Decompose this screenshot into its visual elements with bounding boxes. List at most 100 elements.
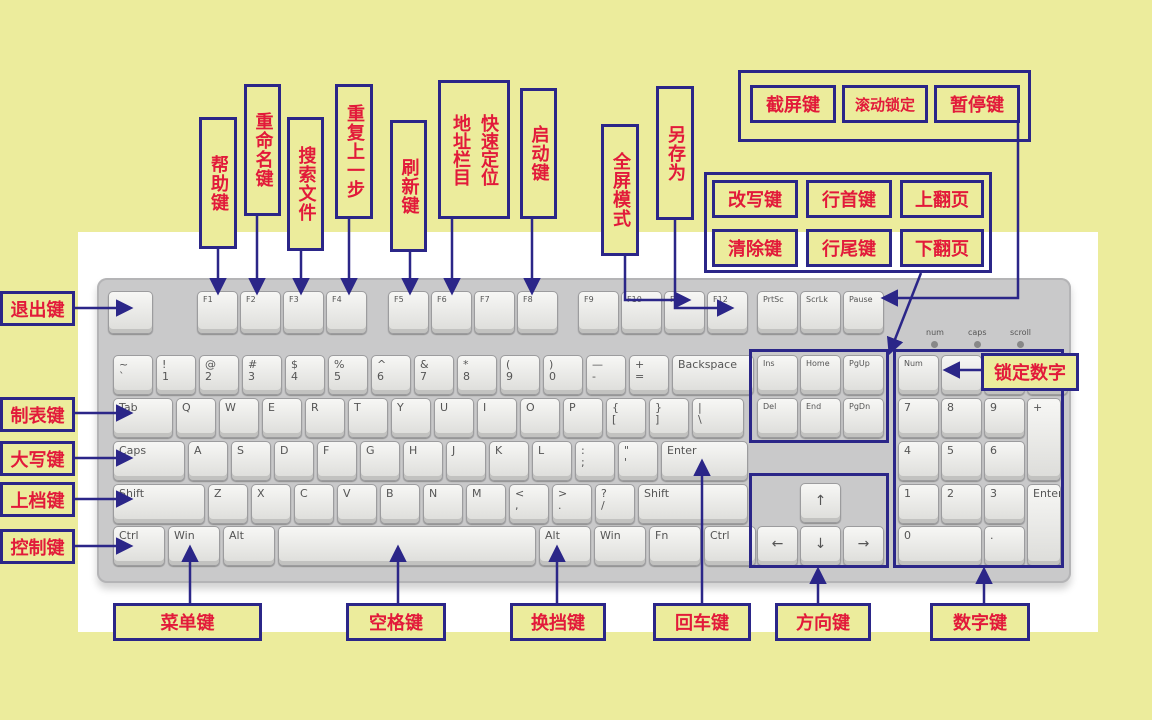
key-letter[interactable]: Y [391, 398, 431, 438]
key-letter[interactable]: O [520, 398, 560, 438]
key-f8[interactable]: F8 [517, 291, 558, 334]
key-letter[interactable]: U [434, 398, 474, 438]
key-num-row[interactable]: ~ ` [113, 355, 153, 395]
key-shift[interactable]: Shift [638, 484, 748, 524]
arrow-control-keys [880, 123, 1020, 307]
label-scroll-lock: 滚动锁定 [842, 85, 928, 123]
key-arrow-up[interactable]: ↑ [800, 483, 841, 523]
key-letter[interactable]: T [348, 398, 388, 438]
key-letter[interactable]: W [219, 398, 259, 438]
key-letter[interactable]: G [360, 441, 400, 481]
key-letter[interactable]: | \ [692, 398, 744, 438]
key-num-row[interactable]: ! 1 [156, 355, 196, 395]
key-pause[interactable]: Pause [843, 291, 884, 334]
key-letter[interactable]: J [446, 441, 486, 481]
key-f5[interactable]: F5 [388, 291, 429, 334]
key-f9[interactable]: F9 [578, 291, 619, 334]
key-letter[interactable]: R [305, 398, 345, 438]
key-num-row[interactable]: + = [629, 355, 669, 395]
label-enter: 回车键 [653, 603, 751, 641]
key-letter[interactable]: C [294, 484, 334, 524]
key-arrow-right[interactable]: → [843, 526, 884, 566]
label-address: 地址栏目 [450, 113, 471, 186]
key-letter[interactable]: K [489, 441, 529, 481]
key-letter[interactable]: Q [176, 398, 216, 438]
key-letter[interactable]: ? / [595, 484, 635, 524]
key-numpad-1[interactable]: 1 [898, 484, 939, 524]
key-scrlk[interactable]: ScrLk [800, 291, 841, 334]
key-letter[interactable]: V [337, 484, 377, 524]
key-num-row[interactable]: ^ 6 [371, 355, 411, 395]
key-backspace[interactable]: Backspace [672, 355, 754, 395]
key-num-row[interactable]: — - [586, 355, 626, 395]
key-end[interactable]: End [800, 398, 841, 438]
key-num-row[interactable]: % 5 [328, 355, 368, 395]
key-numpad-plus[interactable]: + [1027, 398, 1061, 481]
key-letter[interactable]: N [423, 484, 463, 524]
key-del[interactable]: Del [757, 398, 798, 438]
key-letter[interactable]: P [563, 398, 603, 438]
key-space[interactable] [278, 526, 536, 566]
key-letter[interactable]: H [403, 441, 443, 481]
key-numpad-0[interactable]: 0 [898, 526, 982, 566]
key-letter[interactable]: : ; [575, 441, 615, 481]
label-help: 帮助键 [199, 117, 237, 249]
key-num-row[interactable]: @ 2 [199, 355, 239, 395]
led-label-caps: caps [968, 328, 987, 337]
key-num-row[interactable]: $ 4 [285, 355, 325, 395]
key-letter[interactable]: F [317, 441, 357, 481]
key-letter[interactable]: Z [208, 484, 248, 524]
key-f4[interactable]: F4 [326, 291, 367, 334]
key-num-row[interactable]: # 3 [242, 355, 282, 395]
label-rename: 重命名键 [244, 84, 281, 216]
key-ins[interactable]: Ins [757, 355, 798, 395]
key-f6[interactable]: F6 [431, 291, 472, 334]
key-letter[interactable]: { [ [606, 398, 646, 438]
key-num-row[interactable]: ( 9 [500, 355, 540, 395]
key-pgup[interactable]: PgUp [843, 355, 884, 395]
key-home[interactable]: Home [800, 355, 841, 395]
key-numpad-8[interactable]: 8 [941, 398, 982, 438]
key-numpad-4[interactable]: 4 [898, 441, 939, 481]
key-letter[interactable]: D [274, 441, 314, 481]
key-pgdn[interactable]: PgDn [843, 398, 884, 438]
key-letter[interactable]: < , [509, 484, 549, 524]
key-numpad-2[interactable]: 2 [941, 484, 982, 524]
key-numpad-enter[interactable]: Enter [1027, 484, 1061, 566]
key-letter[interactable]: A [188, 441, 228, 481]
key-esc[interactable] [108, 291, 153, 334]
key-letter[interactable]: S [231, 441, 271, 481]
key-numpad-7[interactable]: 7 [898, 398, 939, 438]
key-arrow-down[interactable]: ↓ [800, 526, 841, 566]
key-num-row[interactable]: ) 0 [543, 355, 583, 395]
key-letter[interactable]: } ] [649, 398, 689, 438]
key-letter[interactable]: E [262, 398, 302, 438]
label-esc: 退出键 [0, 291, 75, 326]
key-f7[interactable]: F7 [474, 291, 515, 334]
key-num-row[interactable]: & 7 [414, 355, 454, 395]
key-numpad-3[interactable]: 3 [984, 484, 1025, 524]
key-win[interactable]: Win [594, 526, 646, 566]
key-num-row[interactable]: * 8 [457, 355, 497, 395]
key-letter[interactable]: > . [552, 484, 592, 524]
key-arrow-left[interactable]: ← [757, 526, 798, 566]
key-numpad-5[interactable]: 5 [941, 441, 982, 481]
key-fn[interactable]: Fn [649, 526, 701, 566]
key-prtsc[interactable]: PrtSc [757, 291, 798, 334]
key-numpad-6[interactable]: 6 [984, 441, 1025, 481]
led-scroll [1017, 341, 1024, 348]
key-numlock[interactable]: Num [898, 355, 939, 395]
key-ctrl[interactable]: Ctrl [704, 526, 756, 566]
key-letter[interactable]: M [466, 484, 506, 524]
key-letter[interactable]: " ' [618, 441, 658, 481]
key-alt[interactable]: Alt [223, 526, 275, 566]
key-letter[interactable]: I [477, 398, 517, 438]
key-letter[interactable]: B [380, 484, 420, 524]
key-letter[interactable]: X [251, 484, 291, 524]
key-numpad-9[interactable]: 9 [984, 398, 1025, 438]
label-address-locate: 地址栏目 快速定位 [438, 80, 510, 219]
arrow-nav-keys [886, 272, 923, 356]
key-numpad-dot[interactable]: . [984, 526, 1025, 566]
key-letter[interactable]: L [532, 441, 572, 481]
